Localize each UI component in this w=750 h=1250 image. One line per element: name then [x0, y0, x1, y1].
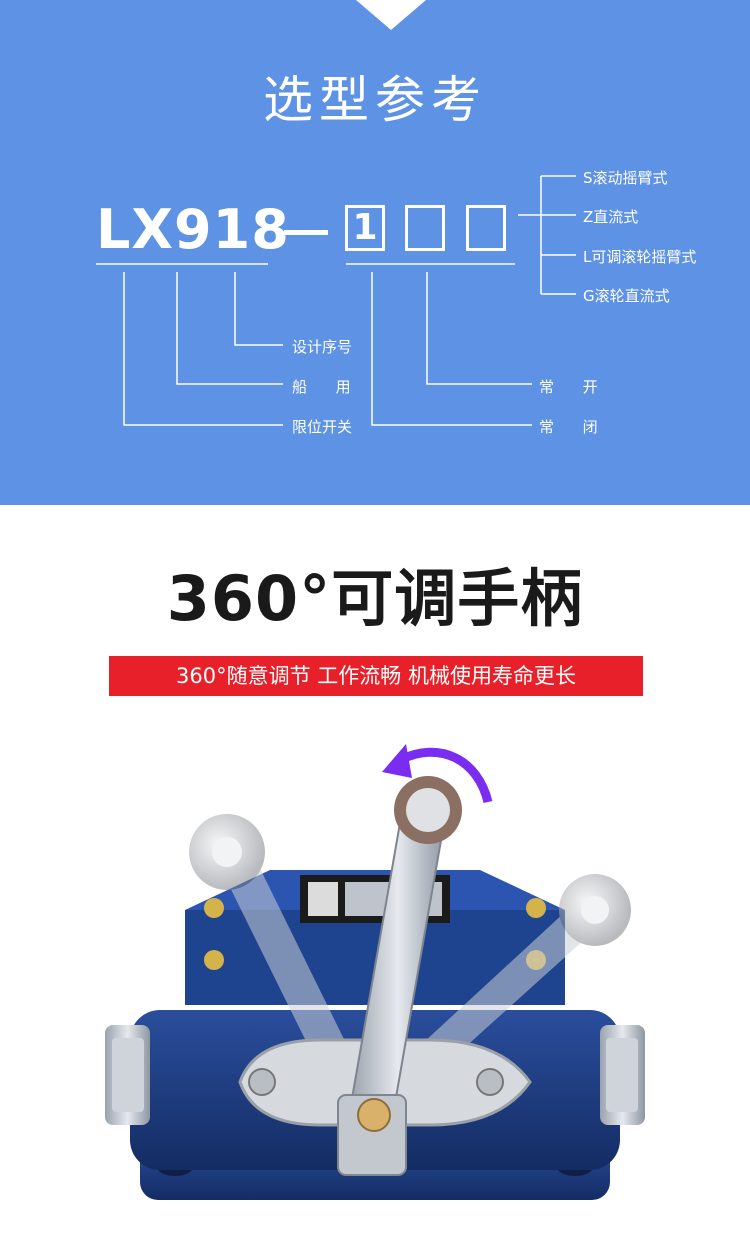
label-marine: 船 用: [292, 378, 351, 396]
cable-gland-right: [600, 1025, 645, 1125]
selection-title: 选型参考: [263, 71, 487, 129]
option-l: L可调滚轮摇臂式: [583, 248, 697, 266]
notch-decoration: [356, 0, 426, 30]
main-lever: [337, 776, 462, 1176]
model-prefix: LX918: [96, 198, 290, 261]
option-z: Z直流式: [583, 208, 639, 226]
feature-heading: 360°可调手柄: [166, 562, 584, 635]
label-normally-open: 常 开: [539, 378, 598, 396]
label-limit-switch: 限位开关: [292, 418, 353, 436]
code-box-3: [466, 205, 506, 251]
model-dash: [284, 230, 328, 235]
code-box-2: [405, 205, 445, 251]
code-box-1: 1: [345, 205, 385, 251]
selection-panel: 选型参考 LX918 1 S滚动摇臂式 Z直流式 L可调滚轮摇臂式 G滚轮直流式…: [0, 0, 750, 505]
feature-banner: 360°随意调节 工作流畅 机械使用寿命更长: [109, 656, 643, 696]
option-s: S滚动摇臂式: [583, 169, 668, 187]
label-design-no: 设计序号: [292, 338, 353, 356]
label-normally-closed: 常 闭: [539, 418, 598, 436]
rotation-arrow-icon: [382, 744, 493, 804]
diagram-lines: [96, 175, 576, 426]
product-image: [105, 744, 645, 1200]
cable-gland-left: [105, 1025, 150, 1125]
option-g: G滚轮直流式: [583, 287, 670, 305]
